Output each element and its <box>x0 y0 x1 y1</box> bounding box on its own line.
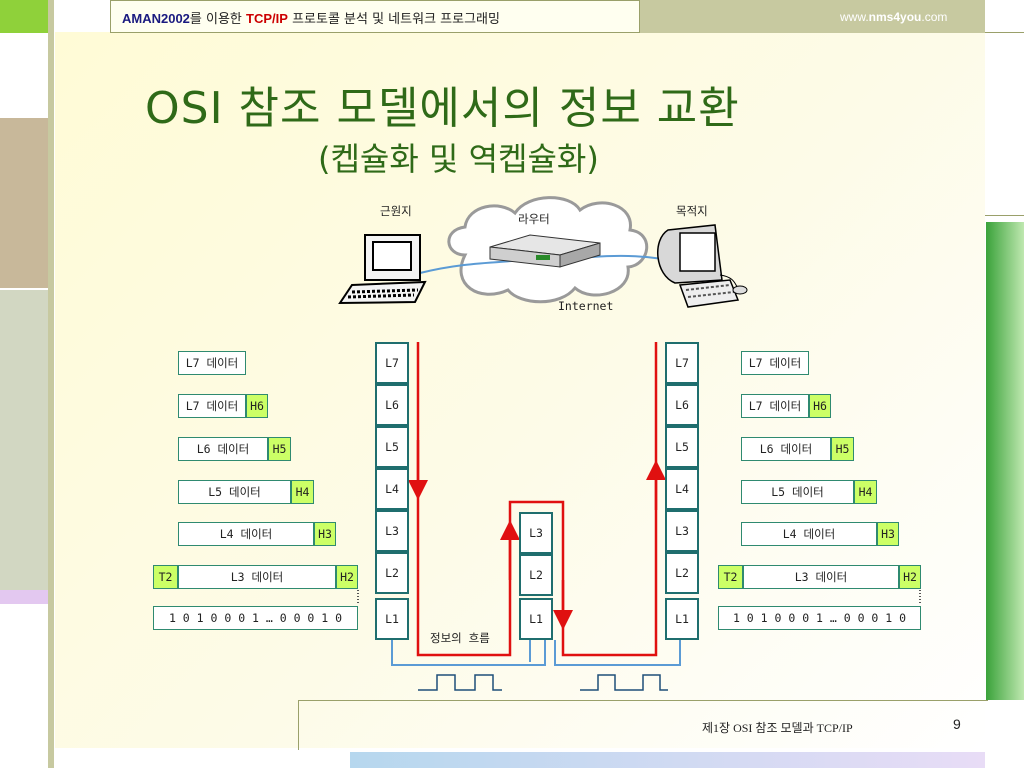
dst-h2: H2 <box>899 565 921 589</box>
url-suffix: .com <box>921 10 948 24</box>
url-prefix: www. <box>840 10 869 24</box>
dst-t2: T2 <box>718 565 743 589</box>
router-layer-l3: L3 <box>519 512 553 554</box>
physical-links <box>391 640 681 666</box>
dst-h4: H4 <box>854 480 877 504</box>
footer-chapter: 제1장 OSI 참조 모델과 TCP/IP <box>702 721 853 735</box>
footer-bottom-bar <box>350 752 985 768</box>
dst-h5: H5 <box>831 437 854 461</box>
dst-l6-data: L6 데이터 <box>741 437 831 461</box>
flow-label: 정보의 흐름 <box>430 631 490 645</box>
dst-layer-l5: L5 <box>665 426 699 468</box>
dst-layer-l7: L7 <box>665 342 699 384</box>
src-h5: H5 <box>268 437 291 461</box>
router-label: 라우터 <box>518 212 550 226</box>
network-diagram <box>338 196 748 308</box>
signal-waveform-right <box>580 674 668 691</box>
dst-layer-l2: L2 <box>665 552 699 594</box>
dst-l7-data: L7 데이터 <box>741 351 809 375</box>
src-h4: H4 <box>291 480 314 504</box>
left-strip-tan <box>0 118 48 288</box>
src-l3-data: L3 데이터 <box>178 565 336 589</box>
internet-label: Internet <box>558 299 614 313</box>
right-strip-line2 <box>985 215 1024 216</box>
src-layer-l3: L3 <box>375 510 409 552</box>
src-layer-l1: L1 <box>375 598 409 640</box>
left-strip-green <box>0 0 48 33</box>
info-flow-line <box>408 342 666 657</box>
src-layer-l2: L2 <box>375 552 409 594</box>
dst-layer-l3: L3 <box>665 510 699 552</box>
signal-waveform-left <box>418 674 502 691</box>
src-l4-data: L4 데이터 <box>178 522 314 546</box>
src-h3: H3 <box>314 522 336 546</box>
source-label: 근원지 <box>380 204 412 218</box>
dst-layer-l6: L6 <box>665 384 699 426</box>
src-bitstream: 1 0 1 0 0 0 1 … 0 0 0 1 0 <box>153 606 358 630</box>
dst-h3: H3 <box>877 522 899 546</box>
src-layer-l4: L4 <box>375 468 409 510</box>
dst-h6: H6 <box>809 394 831 418</box>
src-layer-l6: L6 <box>375 384 409 426</box>
slide-subtitle: (켑슐화 및 역켑슐화) <box>318 140 599 178</box>
left-strip-pink <box>0 590 48 604</box>
router-layer-l1: L1 <box>519 598 553 640</box>
source-computer-icon <box>338 234 427 305</box>
src-h2: H2 <box>336 565 358 589</box>
left-strip-gray <box>0 290 48 590</box>
src-l5-data: L5 데이터 <box>178 480 291 504</box>
router-icon <box>489 234 601 268</box>
right-strip-line1 <box>985 32 1024 33</box>
src-l7-data: L7 데이터 <box>178 351 246 375</box>
header-protocol: TCP/IP <box>246 11 288 26</box>
src-layer-l7: L7 <box>375 342 409 384</box>
dst-l4-data: L4 데이터 <box>741 522 877 546</box>
slide-title: OSI 참조 모델에서의 정보 교환 <box>145 83 740 134</box>
header-bar <box>110 0 640 33</box>
src-layer-l5: L5 <box>375 426 409 468</box>
right-strip-green <box>986 222 1024 700</box>
dst-layer-l1: L1 <box>665 598 699 640</box>
src-l7-data-h6: L7 데이터 <box>178 394 246 418</box>
dest-computer-icon <box>657 224 748 308</box>
header-text: AMAN2002를 이용한 TCP/IP 프로토콜 분석 및 네트워크 프로그래… <box>122 8 500 27</box>
header-post-text: 프로토콜 분석 및 네트워크 프로그래밍 <box>287 12 500 27</box>
dst-l7-data-h6: L7 데이터 <box>741 394 809 418</box>
header-url[interactable]: www.nms4you.com <box>840 10 947 24</box>
router-layer-l2: L2 <box>519 554 553 596</box>
dst-l3-data: L3 데이터 <box>743 565 899 589</box>
page-number: 9 <box>953 716 961 732</box>
dst-layer-l4: L4 <box>665 468 699 510</box>
header-pre-text: 를 이용한 <box>189 12 247 27</box>
header-book-name: AMAN2002 <box>122 11 190 26</box>
src-h6: H6 <box>246 394 268 418</box>
dst-bitstream: 1 0 1 0 0 0 1 … 0 0 0 1 0 <box>718 606 921 630</box>
dest-label: 목적지 <box>676 204 708 218</box>
header-url-bar <box>640 0 985 33</box>
footer-box <box>298 700 988 750</box>
dst-l5-data: L5 데이터 <box>741 480 854 504</box>
left-vertical-line <box>48 0 54 768</box>
url-domain: nms4you <box>868 10 922 24</box>
src-t2: T2 <box>153 565 178 589</box>
src-l6-data: L6 데이터 <box>178 437 268 461</box>
